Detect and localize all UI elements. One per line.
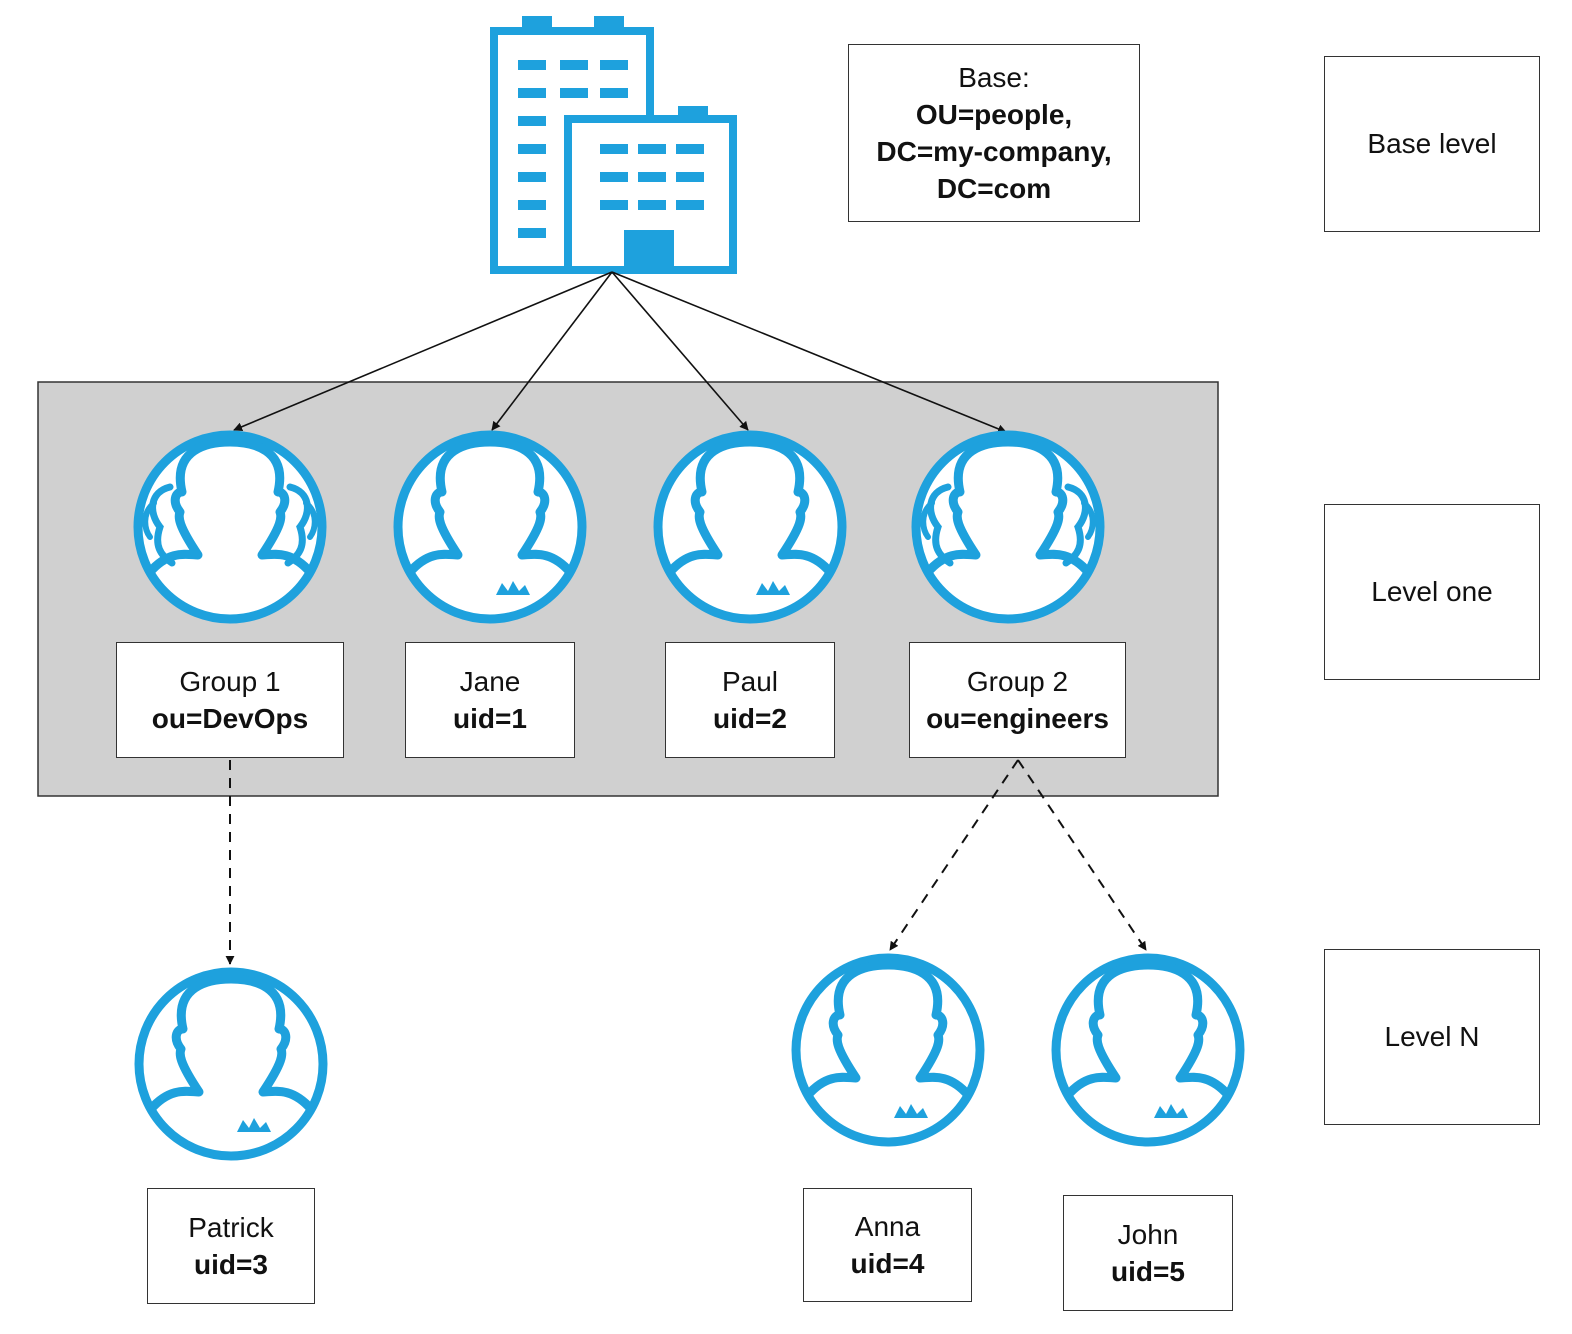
building-icon <box>490 16 737 274</box>
arrow-base-group1 <box>233 271 613 432</box>
group2-icon <box>916 435 1100 619</box>
group2-label: Group 2 ou=engineers <box>909 642 1126 758</box>
paul-name: Paul <box>721 666 779 697</box>
base-connectors <box>233 271 1007 434</box>
arrow-base-group2 <box>611 271 1007 434</box>
arrow-group2-anna <box>889 759 1019 951</box>
patrick-user-icon <box>139 972 323 1156</box>
patrick-id: uid=3 <box>194 1249 268 1280</box>
paul-label: Paul uid=2 <box>665 642 835 758</box>
anna-user-icon <box>796 958 980 1142</box>
john-label: John uid=5 <box>1063 1195 1233 1311</box>
paul-id: uid=2 <box>713 703 787 734</box>
john-id: uid=5 <box>1111 1256 1185 1287</box>
level-n-box: Level N <box>1324 949 1540 1125</box>
level-base-box: Base level <box>1324 56 1540 232</box>
group1-icon <box>138 435 322 619</box>
group2-name: Group 2 <box>966 666 1069 697</box>
group1-label: Group 1 ou=DevOps <box>116 642 344 758</box>
anna-name: Anna <box>854 1211 921 1242</box>
anna-id: uid=4 <box>850 1248 925 1279</box>
level-base-label: Base level <box>1367 128 1497 159</box>
arrow-group2-john <box>1017 759 1147 951</box>
group1-name: Group 1 <box>179 666 281 697</box>
base-dn-dc1: DC=my-company, <box>876 136 1112 167</box>
john-name: John <box>1117 1219 1179 1250</box>
jane-name: Jane <box>459 666 521 697</box>
anna-label: Anna uid=4 <box>803 1188 972 1302</box>
base-dn-box: Base: OU=people, DC=my-company, DC=com <box>848 44 1140 222</box>
arrow-base-paul <box>611 271 749 431</box>
level-one-label: Level one <box>1371 576 1493 607</box>
level-n-label: Level N <box>1384 1021 1480 1052</box>
group1-id: ou=DevOps <box>151 703 309 734</box>
group2-id: ou=engineers <box>926 703 1109 734</box>
jane-id: uid=1 <box>453 703 527 734</box>
base-dn-title: Base: <box>958 62 1030 93</box>
patrick-label: Patrick uid=3 <box>147 1188 315 1304</box>
base-dn-dc2: DC=com <box>936 173 1052 204</box>
level-one-box: Level one <box>1324 504 1540 680</box>
john-user-icon <box>1056 958 1240 1142</box>
base-dn-ou: OU=people, <box>915 99 1073 130</box>
child-connectors <box>225 759 1147 965</box>
jane-user-icon <box>398 435 582 619</box>
arrow-base-jane <box>491 271 613 431</box>
paul-user-icon <box>658 435 842 619</box>
patrick-name: Patrick <box>188 1212 274 1243</box>
jane-label: Jane uid=1 <box>405 642 575 758</box>
